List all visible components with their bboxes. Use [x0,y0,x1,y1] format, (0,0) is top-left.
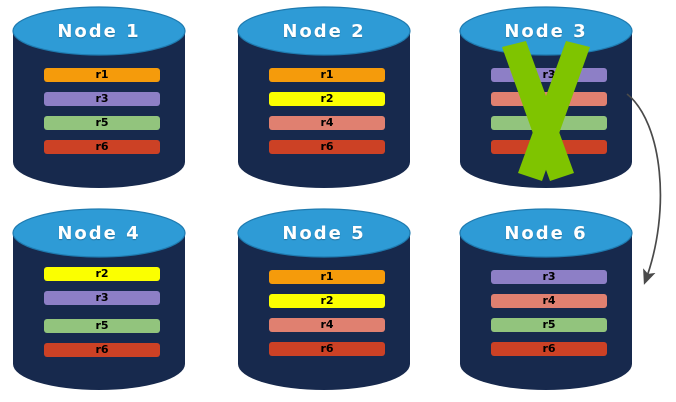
cylinder-top-ellipse [237,208,411,258]
cylinder-top-ellipse [12,6,186,56]
replica-bar-r2[interactable]: r2 [44,267,160,281]
replica-bar-r6[interactable]: r6 [44,140,160,154]
replica-bar-r1[interactable]: r1 [269,270,385,284]
replica-bar-r5[interactable]: r5 [491,318,607,332]
replica-bar-r3[interactable]: r3 [491,68,607,82]
replica-bar-list: r3 r4 r5 r6 [458,5,634,190]
cylinder-top-ellipse [237,6,411,56]
replica-bar-r2[interactable]: r2 [269,92,385,106]
replica-bar-list: r1 r2 r4 r6 [236,5,412,190]
replica-bar-r6[interactable]: r6 [491,342,607,356]
replica-bar-r6[interactable]: r6 [269,140,385,154]
replica-bar-r4[interactable]: r4 [269,116,385,130]
replica-bar-r6[interactable]: r6 [491,140,607,154]
replica-bar-r1[interactable]: r1 [269,68,385,82]
cylinder-top-ellipse [12,208,186,258]
replica-bar-r6[interactable]: r6 [44,343,160,357]
replica-bar-r1[interactable]: r1 [44,68,160,82]
replica-bar-r5[interactable]: r5 [44,116,160,130]
replica-bar-r5[interactable]: r5 [44,319,160,333]
replica-bar-r3[interactable]: r3 [491,270,607,284]
replica-bar-r2[interactable]: r2 [269,294,385,308]
replica-bar-r5[interactable]: r5 [491,116,607,130]
replica-bar-list: r2 r3 r5 r6 [11,207,187,392]
replica-bar-list: r1 r3 r5 r6 [11,5,187,190]
replica-bar-r6[interactable]: r6 [269,342,385,356]
replica-bar-r4[interactable]: r4 [269,318,385,332]
replica-bar-r3[interactable]: r3 [44,291,160,305]
replica-bar-r4[interactable]: r4 [491,92,607,106]
replica-bar-list: r3 r4 r5 r6 [458,207,634,392]
replica-bar-list: r1 r2 r4 r6 [236,207,412,392]
replica-bar-r4[interactable]: r4 [491,294,607,308]
replica-bar-r3[interactable]: r3 [44,92,160,106]
